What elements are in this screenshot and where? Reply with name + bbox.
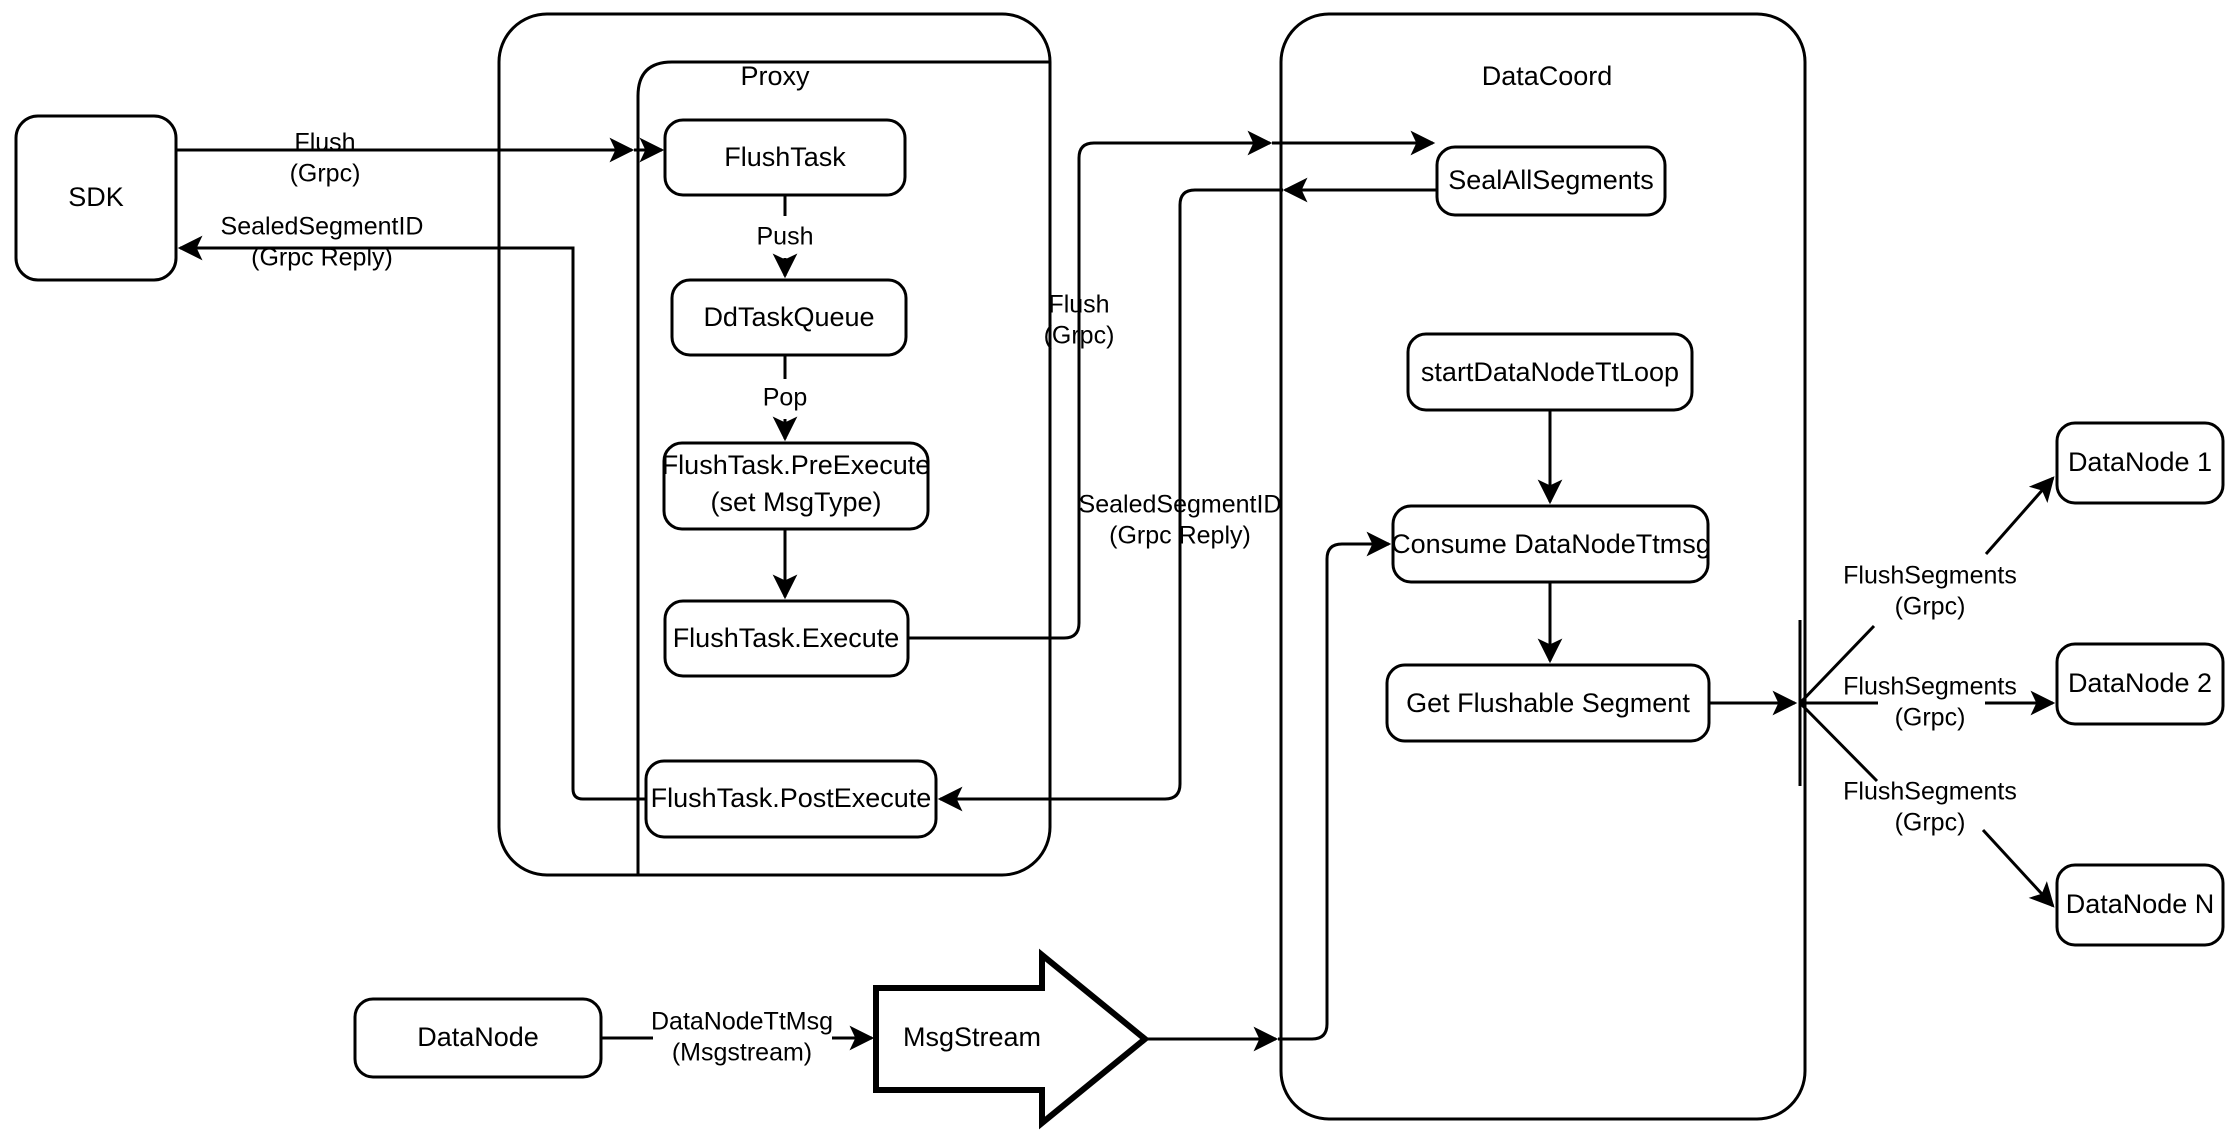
flushsegments-1-line1: FlushSegments xyxy=(1843,562,2017,590)
node-datanode-n[interactable]: DataNode N xyxy=(2055,863,2225,947)
datanode-n-label: DataNode N xyxy=(2066,889,2215,919)
startdatanodettloop-box[interactable] xyxy=(1406,332,1694,412)
flushsegments-2-line2: (Grpc) xyxy=(1895,704,1966,732)
edge-label-flushsegments-2: FlushSegments (Grpc) xyxy=(1843,673,2017,732)
preexecute-label: FlushTask.PreExecute xyxy=(662,450,931,480)
node-execute[interactable]: FlushTask.Execute xyxy=(663,599,910,678)
edge-fanout-to-datanoden xyxy=(1981,828,2055,908)
node-datanode-2[interactable]: DataNode 2 xyxy=(2055,642,2225,726)
node-datanode-1[interactable]: DataNode 1 xyxy=(2055,421,2225,505)
flushsegments-n-line2: (Grpc) xyxy=(1895,809,1966,837)
node-datanode-source[interactable]: DataNode xyxy=(353,997,603,1079)
sealed-reply-sdk-line1: SealedSegmentID xyxy=(221,213,424,241)
edge-label-datanodettmsg: DataNodeTtMsg (Msgstream) xyxy=(651,1008,833,1067)
datanode-2-box[interactable] xyxy=(2055,642,2225,726)
edge-label-flushsegments-1: FlushSegments (Grpc) xyxy=(1843,562,2017,621)
edge-label-push: Push xyxy=(757,223,814,251)
edge-postexecute-to-sdk xyxy=(177,235,646,801)
flushtask-box[interactable] xyxy=(663,118,907,197)
getflushablesegment-label: Get Flushable Segment xyxy=(1406,688,1690,718)
startdatanodettloop-label: startDataNodeTtLoop xyxy=(1421,357,1679,387)
datanode-1-box[interactable] xyxy=(2055,421,2225,505)
proxy-container xyxy=(497,12,1052,877)
flushsegments-n-line1: FlushSegments xyxy=(1843,778,2017,806)
flush-grpc-sdk-line1: Flush xyxy=(294,129,355,157)
edge-label-flush-grpc-sdk: Flush (Grpc) xyxy=(290,129,361,188)
node-sealallsegments[interactable]: SealAllSegments xyxy=(1435,145,1667,217)
datanode-n-box[interactable] xyxy=(2055,863,2225,947)
datanode-1-label: DataNode 1 xyxy=(2068,447,2212,477)
datanode-source-box[interactable] xyxy=(353,997,603,1079)
edge-label-sealed-reply-mid: SealedSegmentID (Grpc Reply) xyxy=(1079,491,1282,550)
flushtask-label: FlushTask xyxy=(724,142,846,172)
sealed-reply-sdk-line2: (Grpc Reply) xyxy=(251,244,393,272)
datanodettmsg-line2: (Msgstream) xyxy=(672,1039,812,1067)
datanode-2-label: DataNode 2 xyxy=(2068,668,2212,698)
consumedatanodettmsg-box[interactable] xyxy=(1391,504,1710,584)
msgstream-label: MsgStream xyxy=(903,1022,1041,1052)
edge-fanout-dn1-lower xyxy=(1798,624,1876,705)
postexecute-label: FlushTask.PostExecute xyxy=(651,783,932,813)
execute-label: FlushTask.Execute xyxy=(673,623,900,653)
node-getflushablesegment[interactable]: Get Flushable Segment xyxy=(1385,663,1711,743)
edge-fanout-to-datanode1 xyxy=(1984,476,2055,555)
proxy-container-label: Proxy xyxy=(740,61,810,91)
sealallsegments-label: SealAllSegments xyxy=(1448,165,1654,195)
node-preexecute[interactable]: FlushTask.PreExecute (set MsgType) xyxy=(662,441,931,531)
edge-label-sealed-reply-sdk: SealedSegmentID (Grpc Reply) xyxy=(221,213,424,272)
preexecute-box[interactable] xyxy=(662,441,930,531)
msgstream-block-arrow[interactable] xyxy=(873,948,1150,1130)
push-label: Push xyxy=(757,223,814,251)
ddtaskqueue-label: DdTaskQueue xyxy=(703,302,874,332)
edge-fanout-dnn-upper xyxy=(1798,701,1879,783)
flushsegments-1-line2: (Grpc) xyxy=(1895,593,1966,621)
node-consumedatanodettmsg[interactable]: Consume DataNodeTtmsg xyxy=(1391,504,1711,584)
sealed-reply-mid-line2: (Grpc Reply) xyxy=(1109,522,1251,550)
pop-label: Pop xyxy=(763,384,807,412)
node-flushtask[interactable]: FlushTask xyxy=(663,118,907,197)
flushsegments-2-line1: FlushSegments xyxy=(1843,673,2017,701)
postexecute-box[interactable] xyxy=(644,759,938,839)
group-datacoord: DataCoord xyxy=(1279,12,1807,1121)
flush-grpc-sdk-line2: (Grpc) xyxy=(290,160,361,188)
sdk-label: SDK xyxy=(68,182,124,212)
edge-execute-to-datacoord xyxy=(908,130,1273,640)
datacoord-container xyxy=(1279,12,1807,1121)
datanode-source-label: DataNode xyxy=(417,1022,539,1052)
flush-grpc-mid-line1: Flush xyxy=(1048,291,1109,319)
group-proxy: Proxy xyxy=(497,12,1052,877)
sealallsegments-box[interactable] xyxy=(1435,145,1667,217)
edge-label-pop: Pop xyxy=(763,384,807,412)
edge-datacoord-to-consume xyxy=(1278,531,1392,1041)
node-sdk[interactable]: SDK xyxy=(14,114,178,282)
edge-proxy-top-rail xyxy=(636,60,1050,97)
edge-datacoord-to-postexecute xyxy=(937,188,1283,812)
shape-msgstream[interactable]: MsgStream xyxy=(873,948,1150,1130)
node-startdatanodettloop[interactable]: startDataNodeTtLoop xyxy=(1406,332,1694,412)
datanodettmsg-line1: DataNodeTtMsg xyxy=(651,1008,833,1036)
edge-label-flushsegments-n: FlushSegments (Grpc) xyxy=(1843,778,2017,837)
sdk-box[interactable] xyxy=(14,114,178,282)
datacoord-container-label: DataCoord xyxy=(1482,61,1613,91)
sealed-reply-mid-line1: SealedSegmentID xyxy=(1079,491,1282,519)
node-ddtaskqueue[interactable]: DdTaskQueue xyxy=(670,278,908,357)
consumedatanodettmsg-label: Consume DataNodeTtmsg xyxy=(1391,529,1711,559)
flush-grpc-mid-line2: (Grpc) xyxy=(1044,322,1115,350)
execute-box[interactable] xyxy=(663,599,910,678)
ddtaskqueue-box[interactable] xyxy=(670,278,908,357)
edge-label-flush-grpc-mid: Flush (Grpc) xyxy=(1044,291,1115,350)
node-postexecute[interactable]: FlushTask.PostExecute xyxy=(644,759,938,839)
getflushablesegment-box[interactable] xyxy=(1385,663,1711,743)
preexecute-sublabel: (set MsgType) xyxy=(710,487,881,517)
